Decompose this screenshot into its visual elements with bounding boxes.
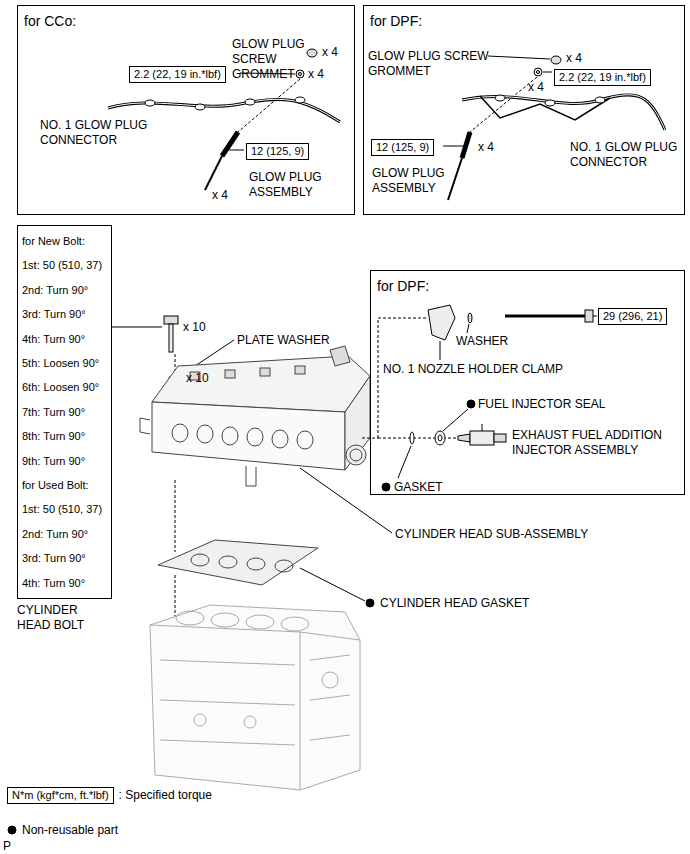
panel-heading: for DPF: [377, 278, 429, 294]
torque-step: 3rd: Turn 90° [22, 302, 107, 326]
torque-step: 5th: Loosen 90° [22, 351, 107, 375]
quantity-mark: x 4 [212, 188, 228, 203]
torque-step: for Used Bolt: [22, 473, 107, 497]
part-name: CYLINDER HEAD SUB-ASSEMBLY [395, 527, 588, 542]
torque-step: 1st: 50 (510, 37) [22, 253, 107, 277]
torque-step: 3rd: Turn 90° [22, 546, 107, 570]
torque-value: 12 (125, 9) [251, 145, 304, 158]
part-name: EXHAUST FUEL ADDITION INJECTOR ASSEMBLY [512, 428, 680, 458]
torque-step: 4th: Turn 90° [22, 571, 107, 595]
torque-box: 12 (125, 9) [246, 143, 309, 160]
bolt-table-frame: for New Bolt:1st: 50 (510, 37)2nd: Turn … [17, 225, 112, 599]
torque-value: 29 (296, 21) [603, 310, 662, 323]
part-name: FUEL INJECTOR SEAL [478, 397, 605, 412]
part-name: NO. 1 NOZZLE HOLDER CLAMP [383, 362, 563, 377]
torque-value: N*m (kgf*cm, ft.*lbf) [12, 789, 109, 802]
torque-step: 2nd: Turn 90° [22, 522, 107, 546]
legend-text: : Specified torque [119, 788, 212, 803]
torque-value: 2.2 (22, 19 in.*lbf) [559, 71, 646, 84]
quantity-mark: x 4 [566, 51, 582, 66]
legend-torque-box: N*m (kgf*cm, ft.*lbf) [7, 787, 114, 804]
part-name: GLOW PLUG ASSEMBLY [372, 166, 457, 196]
torque-step: 1st: 50 (510, 37) [22, 497, 107, 521]
torque-value: 2.2 (22, 19 in.*lbf) [134, 68, 221, 81]
torque-step: 9th: Turn 90° [22, 449, 107, 473]
torque-box: 12 (125, 9) [371, 139, 434, 156]
torque-step: 4th: Turn 90° [22, 327, 107, 351]
torque-step: 2nd: Turn 90° [22, 278, 107, 302]
quantity-mark: x 10 [186, 371, 209, 386]
part-name: GASKET [394, 480, 443, 495]
torque-step: 7th: Turn 90° [22, 400, 107, 424]
variant-panel: for DPF: 29 (296, 21) [370, 270, 685, 495]
quantity-mark: x 10 [183, 320, 206, 335]
part-name: PLATE WASHER [237, 333, 330, 348]
bolt-heading: CYLINDER HEAD BOLT [17, 603, 112, 633]
part-name: CYLINDER HEAD GASKET [380, 596, 529, 611]
torque-step: 6th: Loosen 90° [22, 375, 107, 399]
torque-value: 12 (125, 9) [376, 141, 429, 154]
torque-box: 2.2 (22, 19 in.*lbf) [129, 66, 226, 83]
quantity-mark: x 4 [528, 80, 544, 95]
part-name: WASHER [456, 334, 508, 349]
part-name: GLOW PLUG ASSEMBLY [249, 170, 334, 200]
torque-step: 8th: Turn 90° [22, 424, 107, 448]
part-name: NO. 1 GLOW PLUG CONNECTOR [570, 140, 680, 170]
panel-heading: for CCo: [24, 13, 76, 29]
quantity-mark: x 4 [478, 140, 494, 155]
quantity-mark: x 4 [322, 45, 338, 60]
torque-box: 29 (296, 21) [598, 308, 667, 325]
leader-line [112, 327, 162, 328]
part-name: NO. 1 GLOW PLUG CONNECTOR [40, 118, 155, 148]
torque-step: for New Bolt: [22, 229, 107, 253]
part-name: GLOW PLUG SCREW GROMMET [368, 49, 490, 79]
panel-heading: for DPF: [370, 13, 422, 29]
part-name: P [3, 839, 11, 854]
torque-box: 2.2 (22, 19 in.*lbf) [554, 69, 651, 86]
bolt-torque-table: for New Bolt:1st: 50 (510, 37)2nd: Turn … [17, 225, 112, 633]
quantity-mark: x 4 [308, 67, 324, 82]
legend-text: Non-reusable part [22, 823, 118, 838]
